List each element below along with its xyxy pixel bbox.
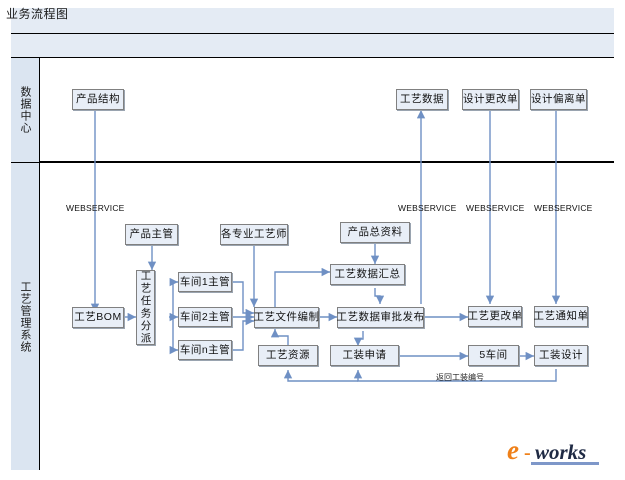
node-process-resource[interactable]: 工艺资源 [258,345,318,366]
node-process-data[interactable]: 工艺数据 [396,89,448,110]
logo-e-letter: e [507,437,519,465]
node-process-data-approval-release[interactable]: 工艺数据审批发布 [337,307,424,328]
logo-separator: - [524,442,531,464]
label-webservice-4: WEBSERVICE [534,203,593,213]
eworks-logo: e - works [505,435,609,467]
lane-header-process-management: 工艺管理系统 [11,163,40,470]
page-title: 业务流程图 [6,7,69,21]
node-process-notice-order[interactable]: 工艺通知单 [534,306,588,327]
node-workshop2-supervisor[interactable]: 车间2主管 [178,307,232,327]
subtitle-bar [11,34,614,58]
lane-label-process-management: 工艺管理系统 [19,280,31,353]
title-bar [11,8,614,34]
node-process-data-summary[interactable]: 工艺数据汇总 [330,264,405,285]
node-product-structure[interactable]: 产品结构 [72,89,124,110]
lane-divider [11,162,614,163]
node-workshopn-supervisor[interactable]: 车间n主管 [178,340,232,360]
logo-works-word: works [535,440,586,464]
lane-label-data-center: 数据中心 [19,86,31,134]
label-webservice-3: WEBSERVICE [466,203,525,213]
node-process-bom[interactable]: 工艺BOM [72,307,124,328]
node-workshop1-supervisor[interactable]: 车间1主管 [178,272,232,292]
label-webservice-1: WEBSERVICE [66,203,125,213]
lane-body-process-management [40,163,614,470]
node-product-master-data[interactable]: 产品总资料 [340,222,410,243]
lane-body-data-center [40,58,614,162]
node-workshop5[interactable]: 5车间 [468,345,519,366]
node-tooling-application[interactable]: 工装申请 [330,345,399,366]
node-professional-engineers[interactable]: 各专业工艺师 [220,224,288,245]
node-tooling-design[interactable]: 工装设计 [534,345,588,366]
lane-header-data-center: 数据中心 [11,58,40,162]
node-process-file-preparation[interactable]: 工艺文件编制 [254,307,319,328]
label-webservice-2: WEBSERVICE [398,203,457,213]
node-design-deviation-order[interactable]: 设计偏离单 [530,89,587,110]
node-product-supervisor[interactable]: 产品主管 [125,224,178,245]
node-task-assignment[interactable]: 工艺任务分派 [136,270,155,345]
node-design-change-order[interactable]: 设计更改单 [462,89,519,110]
logo-underline [531,462,599,465]
node-process-change-order[interactable]: 工艺更改单 [468,306,522,327]
label-return-tooling-number: 返回工装编号 [436,373,484,382]
